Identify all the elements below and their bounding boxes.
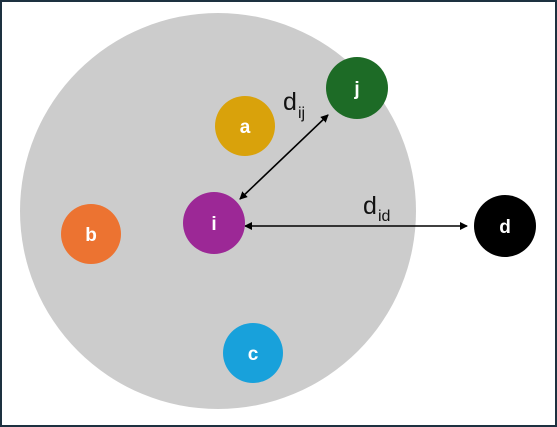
svg-text:d: d	[499, 217, 511, 238]
node-c: c	[223, 323, 283, 383]
svg-text:i: i	[211, 214, 216, 235]
distance-label-ij: d ij	[283, 88, 305, 122]
svg-text:j: j	[353, 79, 359, 100]
node-j: j	[326, 57, 388, 119]
svg-text:ij: ij	[298, 105, 305, 122]
svg-text:id: id	[378, 208, 390, 225]
node-a: a	[215, 96, 275, 156]
node-i: i	[183, 192, 245, 254]
arrow-i-j	[239, 114, 329, 200]
node-d: d	[474, 195, 536, 257]
svg-text:d: d	[363, 192, 377, 220]
node-b: b	[61, 204, 121, 264]
distance-label-id: d id	[363, 192, 390, 225]
svg-text:a: a	[240, 117, 251, 138]
svg-text:b: b	[85, 225, 97, 246]
svg-text:d: d	[283, 88, 297, 116]
svg-text:c: c	[248, 344, 259, 365]
